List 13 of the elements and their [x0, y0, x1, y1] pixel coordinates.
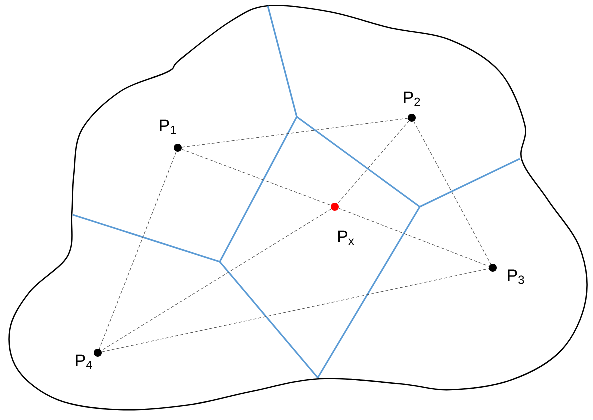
- dashed-line: [102, 268, 490, 352]
- dashed-line: [182, 118, 408, 148]
- dashed-line: [337, 120, 410, 204]
- dashed-line: [414, 121, 492, 265]
- point-label: P$_{4}$: [76, 354, 92, 370]
- dashed-line: [99, 152, 177, 350]
- point-label: P$_{3}$: [508, 270, 524, 284]
- point-label: P$_{x}$: [338, 230, 354, 246]
- dashed-line: [338, 208, 490, 267]
- dashed-line: [182, 149, 332, 206]
- point-label: P$_{2}$: [404, 92, 420, 106]
- dashed-line: [101, 208, 332, 352]
- point-label: P$_{1}$: [160, 120, 176, 134]
